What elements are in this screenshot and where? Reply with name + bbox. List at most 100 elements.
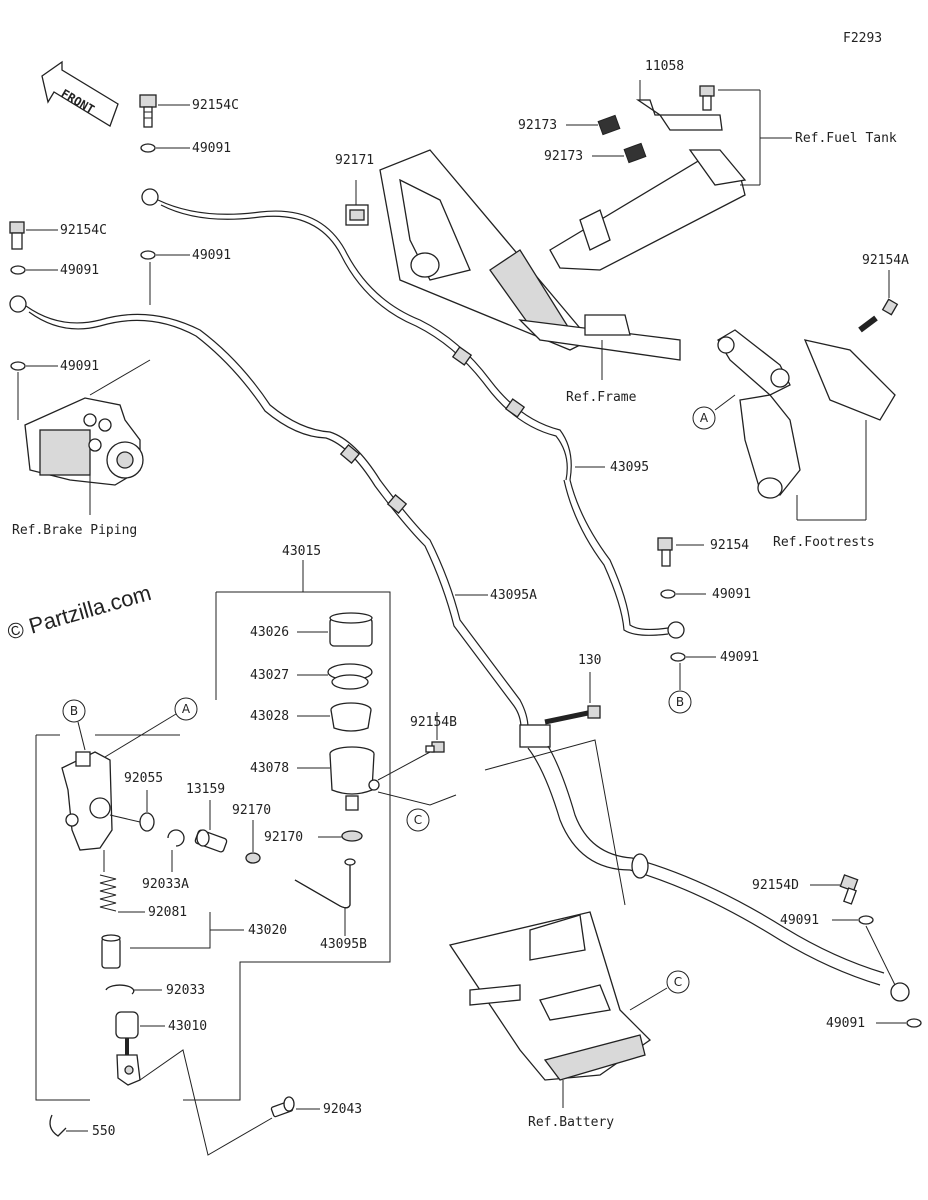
clip-92173-b[interactable] bbox=[623, 142, 647, 164]
label-92033: 92033 bbox=[166, 983, 205, 998]
brake-hose-to-92154[interactable] bbox=[563, 479, 685, 639]
label-43027: 43027 bbox=[250, 668, 289, 683]
abs-unit[interactable] bbox=[24, 397, 144, 486]
plate-43027[interactable] bbox=[327, 663, 373, 690]
hose-43095b[interactable] bbox=[294, 858, 356, 909]
washer-49091-b[interactable] bbox=[140, 250, 156, 260]
label-49091-f: 49091 bbox=[720, 650, 759, 665]
bolt-130[interactable] bbox=[544, 705, 601, 725]
snap-ring-92033[interactable] bbox=[105, 984, 135, 995]
label-92081: 92081 bbox=[148, 905, 187, 920]
brake-hose-43095b-rear[interactable] bbox=[527, 745, 910, 1002]
label-43020: 43020 bbox=[248, 923, 287, 938]
label-49091-a: 49091 bbox=[192, 141, 231, 156]
watermark: © Partzilla.com bbox=[4, 580, 153, 645]
callout-c-left bbox=[406, 808, 430, 832]
label-43078: 43078 bbox=[250, 761, 289, 776]
label-92043: 92043 bbox=[323, 1102, 362, 1117]
washer-49091-c[interactable] bbox=[10, 265, 26, 275]
diagram-id: F2293 bbox=[843, 31, 882, 46]
bolt-92154[interactable] bbox=[657, 537, 673, 567]
callout-b-right bbox=[668, 690, 692, 714]
hose-clamp-92170-b[interactable] bbox=[341, 830, 363, 842]
label-92055: 92055 bbox=[124, 771, 163, 786]
label-92173-b: 92173 bbox=[544, 149, 583, 164]
ref-brake-piping: Ref.Brake Piping bbox=[12, 523, 137, 538]
callout-c-left-label: C bbox=[414, 813, 422, 827]
label-550: 550 bbox=[92, 1124, 115, 1139]
hose-clamp-92170-a[interactable] bbox=[245, 852, 261, 864]
label-49091-e: 49091 bbox=[712, 587, 751, 602]
label-92154a: 92154A bbox=[862, 253, 909, 268]
cotter-pin-550[interactable] bbox=[49, 1114, 67, 1137]
push-rod-43010[interactable] bbox=[115, 1011, 141, 1086]
brake-hose-43095[interactable] bbox=[9, 295, 529, 729]
piston-43020[interactable] bbox=[101, 934, 121, 969]
washer-49091-d[interactable] bbox=[10, 361, 26, 371]
label-92170-a: 92170 bbox=[232, 803, 271, 818]
bolt-92154d[interactable] bbox=[839, 874, 859, 905]
frame-bracket bbox=[379, 149, 681, 361]
pin-92043[interactable] bbox=[270, 1096, 295, 1118]
label-92154c-a: 92154C bbox=[192, 98, 239, 113]
label-49091-c: 49091 bbox=[60, 263, 99, 278]
label-92033a: 92033A bbox=[142, 877, 189, 892]
callout-a-left bbox=[174, 697, 198, 721]
ref-fuel-tank: Ref.Fuel Tank bbox=[795, 131, 897, 146]
brake-hose-43095a[interactable] bbox=[141, 188, 572, 481]
label-92154c-b: 92154C bbox=[60, 223, 107, 238]
hose-clamp-130[interactable] bbox=[519, 724, 551, 748]
bolt-92154c-left[interactable] bbox=[9, 221, 25, 250]
washer-49091-a[interactable] bbox=[140, 143, 156, 153]
label-92154d: 92154D bbox=[752, 878, 799, 893]
label-43095a: 43095A bbox=[490, 588, 537, 603]
snap-ring-92033a[interactable] bbox=[167, 829, 185, 847]
battery-tray bbox=[448, 911, 652, 1081]
washer-49091-g[interactable] bbox=[858, 915, 874, 925]
callout-b-left bbox=[62, 699, 86, 723]
fitting-13159[interactable] bbox=[194, 829, 228, 853]
label-49091-d: 49091 bbox=[60, 359, 99, 374]
bolt-92154b[interactable] bbox=[425, 741, 445, 753]
callout-c-right-label: C bbox=[674, 975, 682, 989]
callout-a-top-label: A bbox=[700, 411, 709, 425]
label-43095: 43095 bbox=[610, 460, 649, 475]
o-ring-92055[interactable] bbox=[139, 812, 155, 832]
washer-49091-e[interactable] bbox=[660, 589, 676, 599]
label-92154: 92154 bbox=[710, 538, 749, 553]
label-43028: 43028 bbox=[250, 709, 289, 724]
master-cylinder-body[interactable] bbox=[61, 751, 113, 851]
label-92171: 92171 bbox=[335, 153, 374, 168]
label-92170-b: 92170 bbox=[264, 830, 303, 845]
clip-92173-a[interactable] bbox=[597, 114, 621, 136]
front-arrow-icon: FRONT bbox=[41, 60, 119, 127]
washer-49091-h[interactable] bbox=[906, 1018, 922, 1028]
label-130: 130 bbox=[578, 653, 601, 668]
label-92173-a: 92173 bbox=[518, 118, 557, 133]
bracket-11058[interactable] bbox=[635, 99, 723, 131]
callout-c-right bbox=[666, 970, 690, 994]
label-49091-g: 49091 bbox=[780, 913, 819, 928]
bolt-fuel-tank[interactable] bbox=[699, 85, 715, 111]
ref-frame: Ref.Frame bbox=[566, 390, 637, 405]
bolt-92154a[interactable] bbox=[858, 298, 899, 333]
bolt-92154c-top[interactable] bbox=[139, 94, 157, 128]
label-49091-h: 49091 bbox=[826, 1016, 865, 1031]
spring-92081[interactable] bbox=[99, 874, 117, 912]
callout-b-left-label: B bbox=[70, 704, 78, 718]
label-43095b: 43095B bbox=[320, 937, 367, 952]
reservoir-cap-43026[interactable] bbox=[329, 612, 373, 647]
footrest-assembly bbox=[717, 329, 896, 499]
label-49091-b: 49091 bbox=[192, 248, 231, 263]
label-11058: 11058 bbox=[645, 59, 684, 74]
label-43015: 43015 bbox=[282, 544, 321, 559]
clip-92171[interactable] bbox=[345, 204, 369, 226]
callout-b-right-label: B bbox=[676, 695, 684, 709]
reservoir-43078[interactable] bbox=[329, 746, 380, 811]
fuel-tank-bracket bbox=[549, 149, 747, 271]
label-43026: 43026 bbox=[250, 625, 289, 640]
ref-battery: Ref.Battery bbox=[528, 1115, 614, 1130]
diaphragm-43028[interactable] bbox=[330, 702, 372, 732]
washer-49091-f[interactable] bbox=[670, 652, 686, 662]
